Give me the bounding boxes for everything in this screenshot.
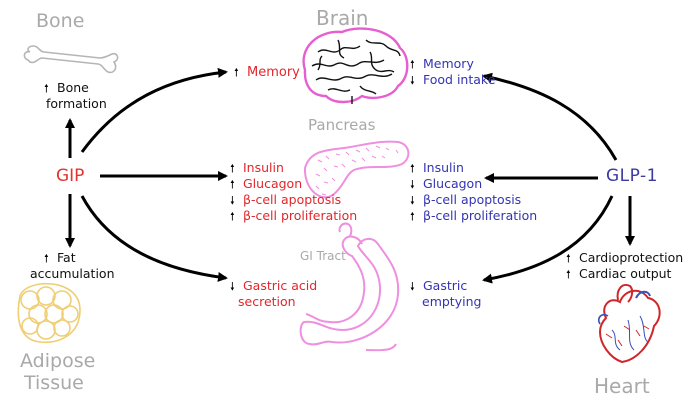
glp1-effect-brain: 🠕Memory 🠗Food intake (410, 56, 496, 87)
organ-label-heart: Heart (594, 374, 650, 398)
down-arrow-icon: 🠗 (410, 74, 415, 87)
glp1-effect-gastric-emptying: 🠗Gastric emptying (410, 278, 482, 309)
organ-label-adipose: Adipose Tissue (20, 352, 95, 396)
gip-effect-bone: 🠕Bone formation (44, 80, 107, 111)
glp1-effect-heart: 🠕Cardioprotection 🠕Cardiac output (566, 250, 684, 281)
hormone-gip: GIP (56, 166, 85, 186)
up-arrow-icon: 🠕 (230, 178, 235, 191)
down-arrow-icon: 🠗 (410, 280, 415, 293)
stomach-icon (299, 222, 400, 352)
down-arrow-icon: 🠗 (410, 178, 415, 191)
organ-label-bone: Bone (36, 10, 85, 32)
down-arrow-icon: 🠗 (410, 194, 415, 207)
up-arrow-icon: 🠕 (44, 82, 49, 95)
pancreas-icon (303, 140, 410, 199)
up-arrow-icon: 🠕 (230, 210, 235, 223)
glp1-arrows (482, 72, 635, 284)
glp1-effect-pancreas: 🠕Insulin 🠗Glucagon 🠗β-cell apoptosis 🠕β-… (410, 160, 538, 223)
bone-icon (23, 45, 119, 74)
up-arrow-icon: 🠕 (566, 252, 571, 265)
arrow-gip-to-memory (80, 67, 228, 153)
brain-icon (302, 27, 409, 104)
organ-label-brain: Brain (316, 6, 369, 30)
gip-effect-gastric-acid: 🠗Gastric acid secretion (230, 278, 318, 309)
up-arrow-icon: 🠕 (566, 268, 571, 281)
up-arrow-icon: 🠕 (410, 162, 415, 175)
heart-icon (597, 284, 661, 364)
organ-label-pancreas: Pancreas (308, 116, 376, 134)
adipose-label-line1: Adipose (20, 350, 96, 372)
up-arrow-icon: 🠕 (44, 252, 49, 265)
up-arrow-icon: 🠕 (234, 66, 239, 79)
up-arrow-icon: 🠕 (410, 210, 415, 223)
down-arrow-icon: 🠗 (230, 194, 235, 207)
hormone-glp1: GLP-1 (606, 166, 658, 186)
down-arrow-icon: 🠗 (230, 280, 235, 293)
arrow-glp1-to-memory (482, 72, 618, 161)
arrow-gip-to-gastric (80, 195, 228, 282)
organ-label-gi-tract: GI Tract (300, 249, 346, 263)
adipose-label-line2: Tissue (24, 372, 84, 394)
up-arrow-icon: 🠕 (410, 58, 415, 71)
adipose-icon (17, 282, 81, 344)
up-arrow-icon: 🠕 (230, 162, 235, 175)
gip-effect-pancreas: 🠕Insulin 🠕Glucagon 🠗β-cell apoptosis 🠕β-… (230, 160, 358, 223)
arrow-glp1-to-gastric (482, 195, 614, 284)
gip-effect-memory: 🠕Memory (234, 65, 300, 80)
gip-arrows (65, 67, 228, 282)
gip-effect-adipose: 🠕Fat accumulation (30, 250, 115, 281)
